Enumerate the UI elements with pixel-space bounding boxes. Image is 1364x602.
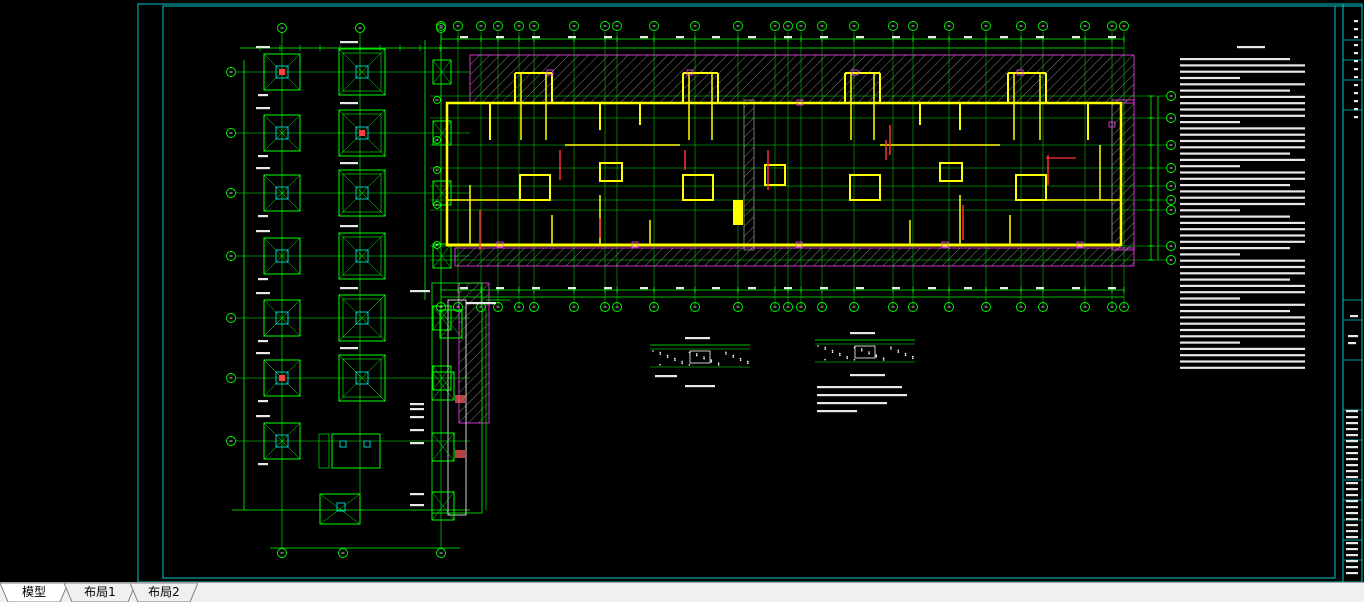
plan-hatch-areas — [454, 54, 1135, 424]
grid-axis-bubbles — [433, 21, 1176, 312]
plan-walls — [445, 69, 1123, 250]
tab-model[interactable]: 模型 — [0, 583, 68, 602]
tab-layout2[interactable]: 布局2 — [130, 583, 198, 602]
general-notes-text — [1180, 46, 1305, 369]
outer-frame — [137, 3, 1363, 582]
cad-drawing[interactable] — [0, 0, 1364, 582]
tab-layout2-label: 布局2 — [148, 585, 180, 599]
model-space-canvas[interactable] — [0, 0, 1364, 582]
tab-model-label: 模型 — [21, 585, 46, 599]
wing-plan-details — [410, 282, 510, 521]
title-block — [1343, 20, 1362, 575]
section-details — [650, 332, 915, 413]
tab-layout1[interactable]: 布局1 — [64, 583, 136, 602]
layout-tab-bar: 模型 布局1 布局2 — [0, 582, 1364, 602]
column-foundation-details — [226, 23, 470, 558]
inner-frame — [162, 5, 1336, 579]
tab-layout1-label: 布局1 — [84, 585, 116, 599]
